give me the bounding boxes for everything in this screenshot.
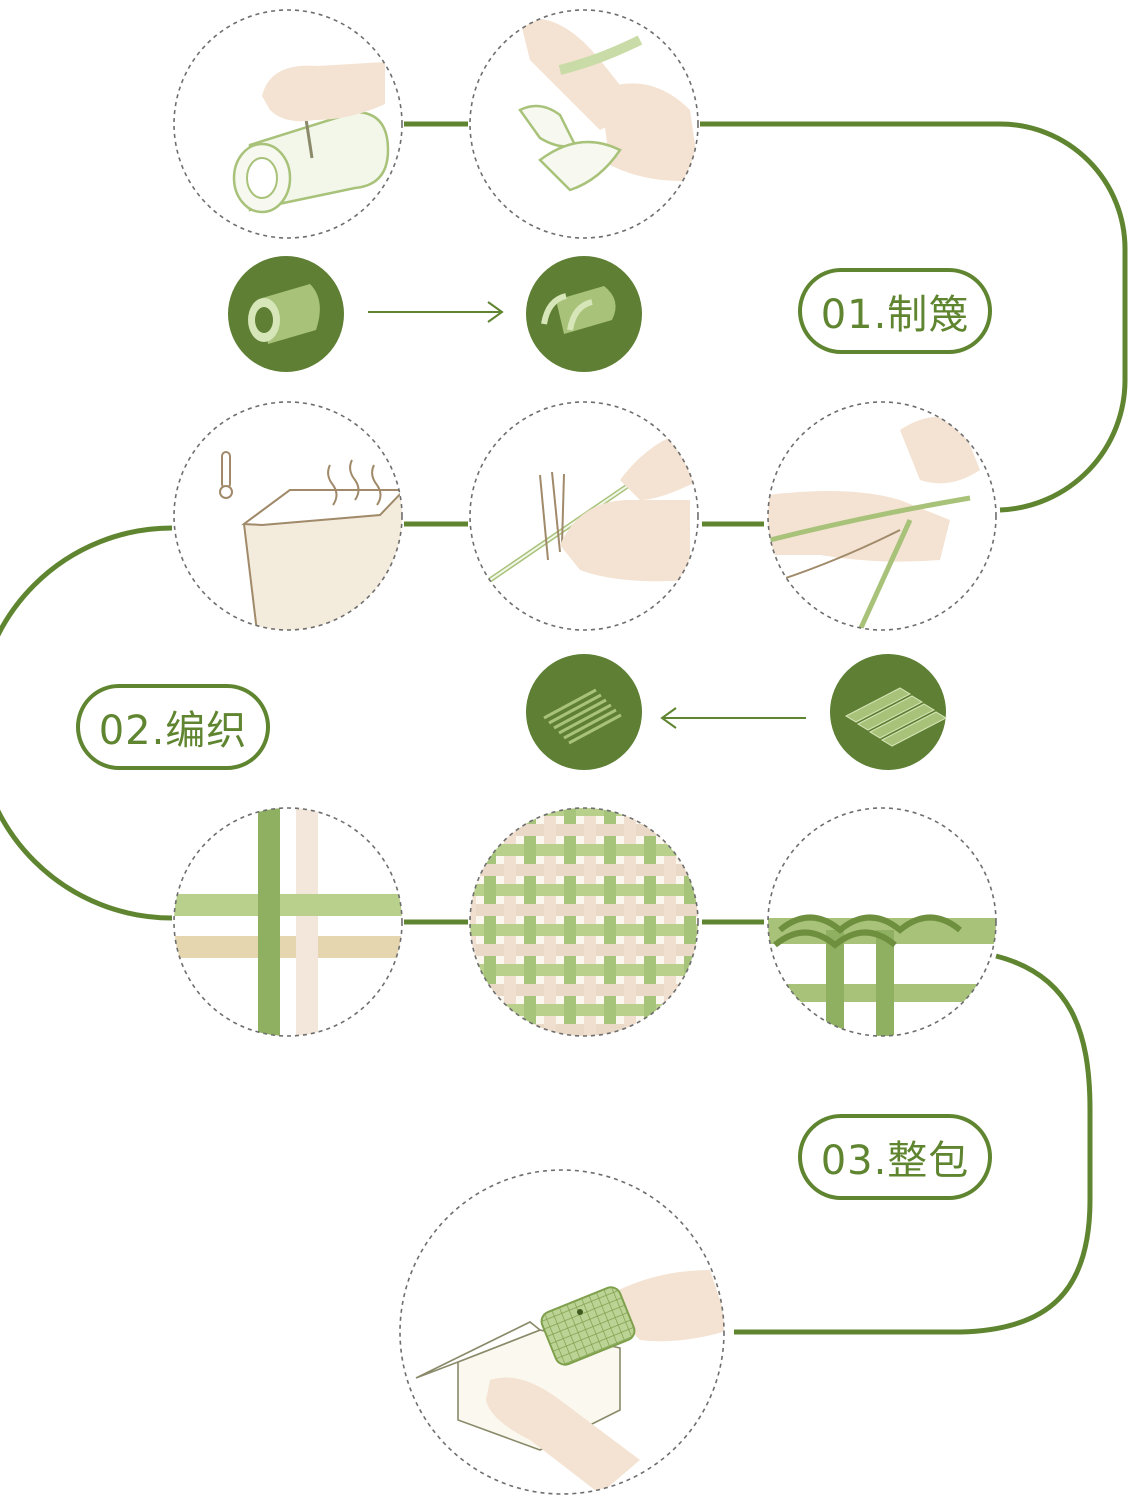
- split-bamboo-icon: [526, 256, 642, 372]
- thermometer-icon: [219, 451, 233, 499]
- hand-icon: [486, 1377, 640, 1494]
- process-path: [0, 121, 1128, 1335]
- arrow-right-icon: [368, 301, 504, 323]
- steam-icon: [327, 459, 382, 506]
- bamboo-strips-icon: [830, 654, 948, 770]
- illustration-split-strip: [767, 401, 997, 631]
- illustration-woven-pattern: [469, 807, 699, 1037]
- woven-mat-icon: [526, 654, 642, 770]
- illustration-packaging: [399, 1169, 725, 1495]
- step-label-3: 03.整包: [798, 1114, 992, 1200]
- illustration-split-bamboo: [173, 9, 403, 239]
- bamboo-tube-icon: [228, 256, 344, 372]
- illustration-edge-binding: [767, 807, 997, 1037]
- illustration-cross-strips: [173, 807, 403, 1037]
- arrow-left-icon: [660, 707, 806, 729]
- illustration-open-bamboo: [469, 9, 699, 239]
- illustration-pull-strip: [469, 401, 699, 631]
- illustration-heating: [173, 401, 403, 631]
- step-label-1: 01.制篾: [798, 268, 992, 354]
- step-label-2: 02.编织: [76, 684, 270, 770]
